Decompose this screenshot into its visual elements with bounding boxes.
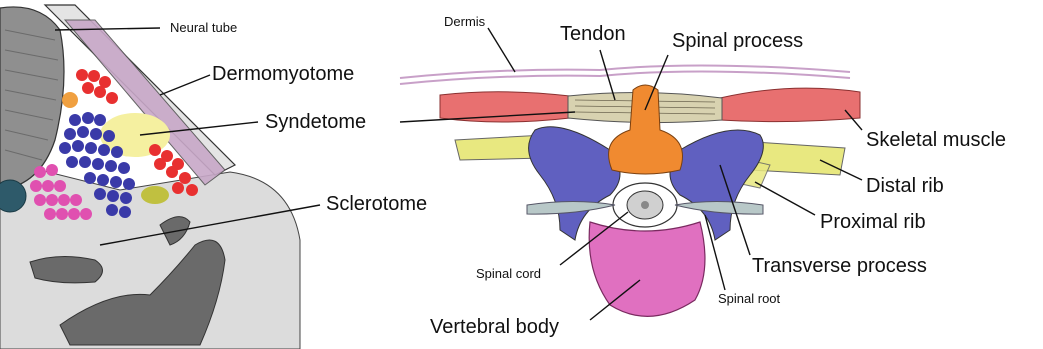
neural-tube-shape bbox=[0, 7, 64, 190]
label-spinal-process: Spinal process bbox=[672, 30, 803, 52]
dermis-layer bbox=[400, 65, 850, 78]
label-spinal-root: Spinal root bbox=[718, 291, 781, 306]
left-skeletal-muscle bbox=[440, 92, 570, 122]
leader-dermis bbox=[488, 28, 515, 72]
label-skeletal-muscle: Skeletal muscle bbox=[866, 129, 1006, 151]
embryo-cross-section: Neural tube Dermomyotome Syndetome Scler… bbox=[0, 5, 427, 349]
left-transverse-process bbox=[529, 127, 620, 240]
vertebral-body-shape bbox=[589, 222, 705, 316]
label-transverse-process: Transverse process bbox=[752, 255, 927, 277]
label-spinal-cord: Spinal cord bbox=[476, 266, 541, 281]
leader-dermomyotome bbox=[160, 75, 210, 95]
right-skeletal-muscle bbox=[720, 88, 860, 121]
label-dermis: Dermis bbox=[444, 14, 486, 29]
left-spinal-root bbox=[527, 202, 615, 215]
dark-vessel-small bbox=[30, 256, 103, 282]
label-sclerotome: Sclerotome bbox=[326, 193, 427, 215]
orange-cell-cluster bbox=[62, 92, 78, 108]
right-spinal-root bbox=[675, 202, 763, 215]
olive-cell-cluster bbox=[141, 186, 169, 204]
vertebra-cross-section: Dermis Tendon Spinal process Skeletal mu… bbox=[400, 14, 1006, 338]
label-vertebral-body: Vertebral body bbox=[430, 316, 559, 338]
label-tendon: Tendon bbox=[560, 23, 626, 45]
notochord bbox=[0, 180, 26, 212]
label-dermomyotome: Dermomyotome bbox=[212, 63, 354, 85]
leader-proximal-rib bbox=[755, 182, 815, 215]
label-neural-tube: Neural tube bbox=[170, 20, 237, 35]
label-syndetome: Syndetome bbox=[265, 111, 366, 133]
label-distal-rib: Distal rib bbox=[866, 175, 944, 197]
spinal-cord-center bbox=[641, 201, 649, 209]
label-proximal-rib: Proximal rib bbox=[820, 211, 926, 233]
